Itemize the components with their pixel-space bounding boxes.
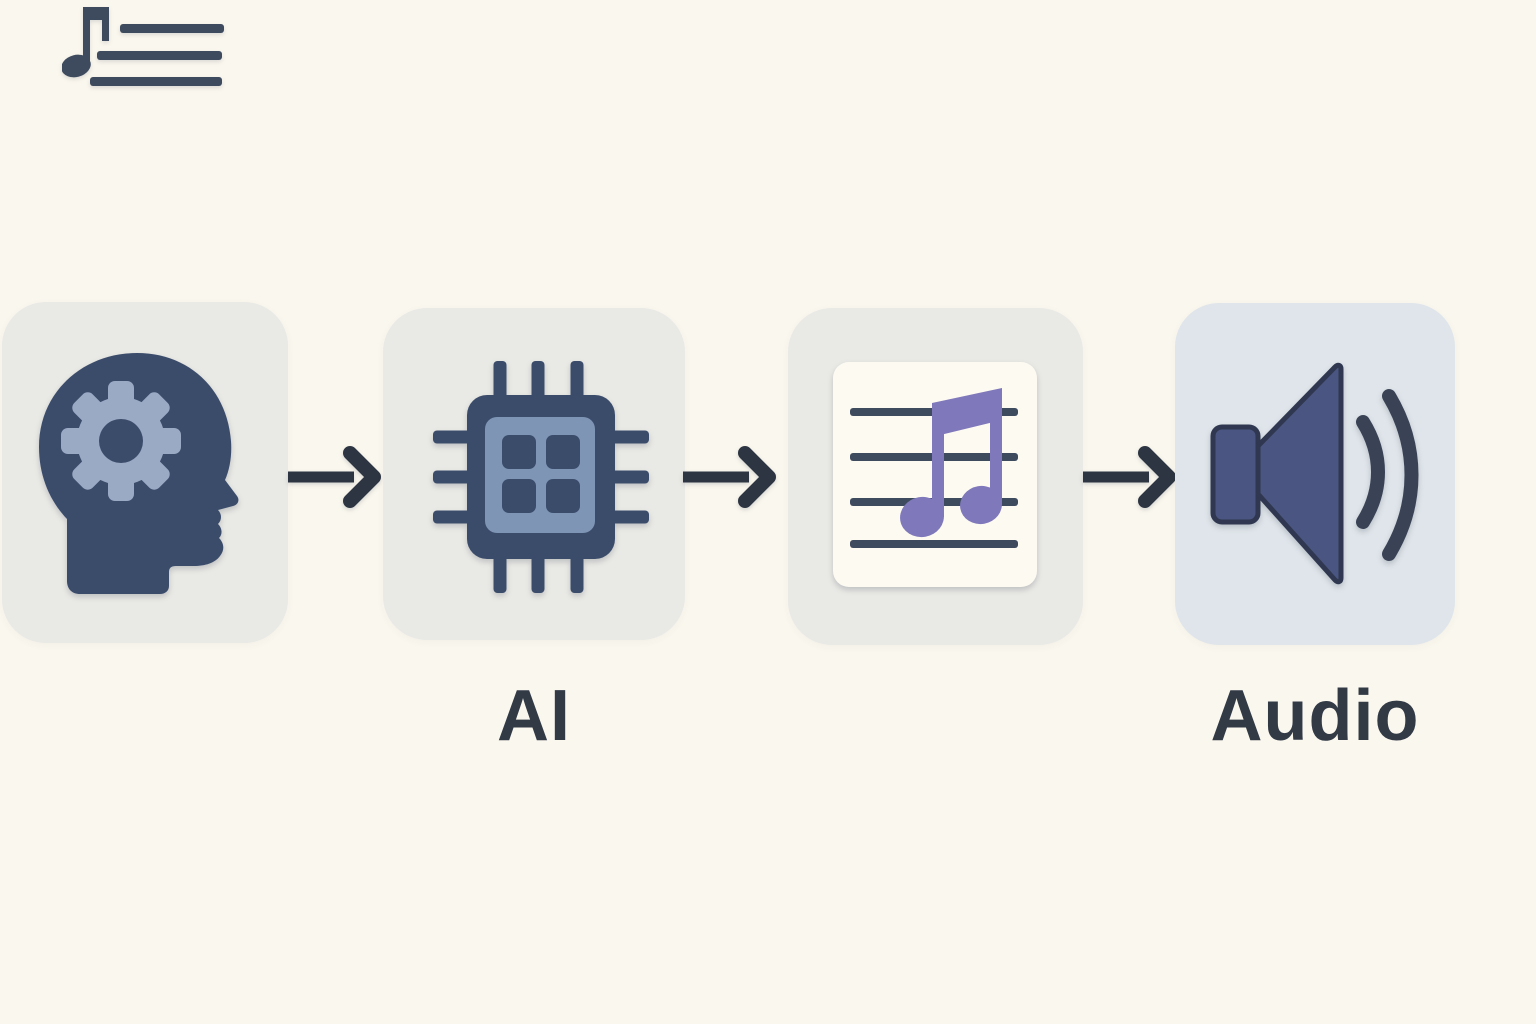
card-audio [1175,303,1455,645]
sheet-music-icon [833,362,1037,587]
music-note-lines-icon [60,7,224,86]
card-idea [2,302,288,643]
card-notation [788,308,1083,645]
card-ai [383,308,685,640]
ai-chip-icon [433,361,649,593]
ai-label: AI [497,676,571,756]
arrow-right-icon [288,446,381,508]
notation-label [0,0,295,101]
arrow-right-icon [1083,446,1176,508]
audio-label: Audio [1210,676,1420,756]
arrow-right-icon [683,446,776,508]
sound-waves-icon [1356,389,1419,561]
head-gear-icon [39,353,239,594]
beamed-note-icon [900,388,1002,538]
gear-icon [61,381,181,501]
speaker-icon [1210,362,1419,585]
